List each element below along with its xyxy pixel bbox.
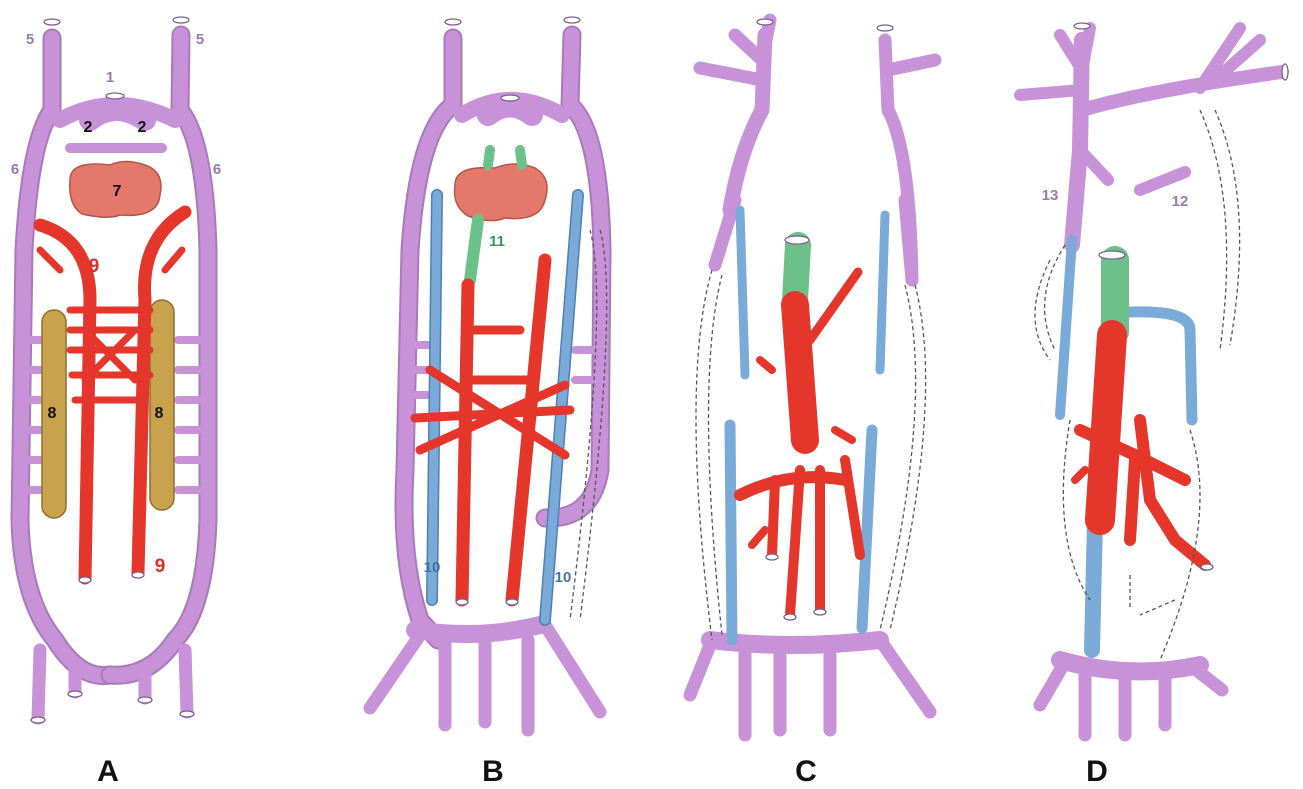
label-5-left: 5	[26, 31, 34, 48]
panel-c-regressed-vein-outline-right	[880, 285, 926, 630]
panel-letter-d: D	[1086, 755, 1108, 788]
panel-letter-b: B	[482, 755, 504, 788]
label-13: 13	[1042, 187, 1059, 204]
panel-letter-a: A	[97, 755, 119, 788]
label-5-right: 5	[196, 31, 204, 48]
label-6-right: 6	[213, 161, 221, 178]
panel-c-subcardinal-veins	[740, 272, 860, 615]
label-8-left: 8	[48, 405, 57, 422]
label-12: 12	[1172, 193, 1189, 210]
label-1: 1	[106, 69, 114, 86]
panel-d	[1020, 23, 1288, 735]
label-2-left: 2	[84, 119, 93, 136]
panel-c	[690, 19, 935, 735]
label-8-right: 8	[155, 405, 164, 422]
label-11: 11	[489, 233, 505, 250]
label-6-left: 6	[11, 161, 19, 178]
panel-a	[20, 17, 208, 723]
panel-b-adrenal-gland	[455, 164, 548, 221]
panel-letters: A B C D	[97, 755, 1108, 788]
label-9-upper: 9	[89, 256, 100, 277]
label-2-right: 2	[138, 119, 147, 136]
panel-c-regressed-vein-outline-left	[696, 270, 722, 640]
panel-letter-c: C	[795, 755, 817, 788]
label-7: 7	[113, 183, 122, 200]
label-10-right: 10	[555, 569, 572, 586]
label-9-lower: 9	[155, 556, 166, 577]
label-10-left: 10	[424, 559, 441, 576]
panel-b	[370, 17, 607, 730]
panel-d-regressed-vein-outline-left	[1035, 245, 1090, 600]
